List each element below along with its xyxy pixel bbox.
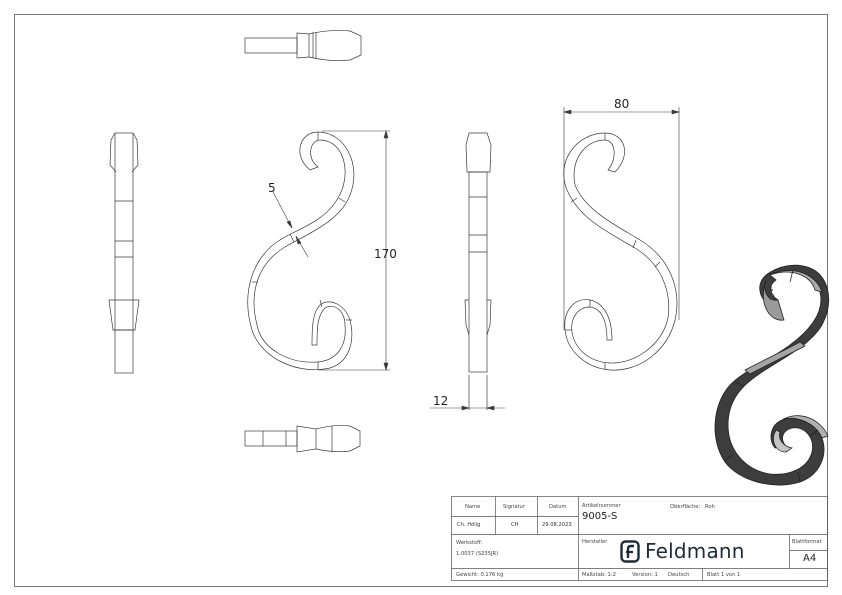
weight: Gewicht: 0.176 kg	[456, 572, 504, 578]
manufacturer-label: Hersteller	[582, 539, 608, 545]
author-name: Ch. Hölig	[457, 522, 481, 528]
dimension-thickness-label: 5	[268, 181, 276, 195]
front-view	[247, 131, 355, 371]
dimension-height-label: 170	[374, 247, 397, 261]
version: Version: 1	[632, 572, 658, 578]
author-signature: CH	[511, 522, 519, 528]
header-name: Name	[465, 504, 481, 510]
isometric-view	[714, 264, 830, 486]
top-view	[244, 30, 362, 61]
material-value: 1.0037 (S235JR)	[456, 551, 499, 557]
drawing-date: 29.08.2023	[542, 522, 572, 528]
brand-name: Feldmann	[645, 539, 745, 563]
dimension-width	[562, 107, 681, 330]
dimension-bar-width	[430, 405, 505, 411]
header-signature: Signatur	[503, 504, 525, 510]
material-label: Werkstoff:	[456, 540, 483, 546]
sheet-format-label: Blattformat	[792, 539, 822, 545]
bottom-view	[244, 425, 361, 453]
sheet-number: Blatt 1 von 1	[707, 572, 741, 578]
article-number: 9005-S	[582, 511, 618, 522]
title-block-grid	[451, 496, 828, 581]
left-view	[108, 132, 140, 374]
side-view	[464, 132, 492, 410]
dimension-thickness	[272, 191, 309, 258]
dimension-width-label: 80	[614, 97, 629, 111]
dimension-bar-width-label: 12	[433, 394, 448, 408]
back-view	[563, 132, 678, 371]
scale: Maßstab: 1:2	[582, 572, 616, 578]
drawing-frame	[14, 14, 828, 587]
brand-logo: Feldmann	[620, 539, 745, 563]
sheet-format: A4	[803, 553, 817, 564]
surface-label: Oberfläche:	[670, 504, 701, 510]
dimension-height	[318, 129, 390, 372]
language: Deutsch	[668, 572, 690, 578]
feldmann-logo-icon	[620, 539, 640, 563]
header-date: Datum	[549, 504, 567, 510]
surface-value: Roh	[705, 504, 715, 510]
article-label: Artikelnummer	[582, 503, 621, 509]
